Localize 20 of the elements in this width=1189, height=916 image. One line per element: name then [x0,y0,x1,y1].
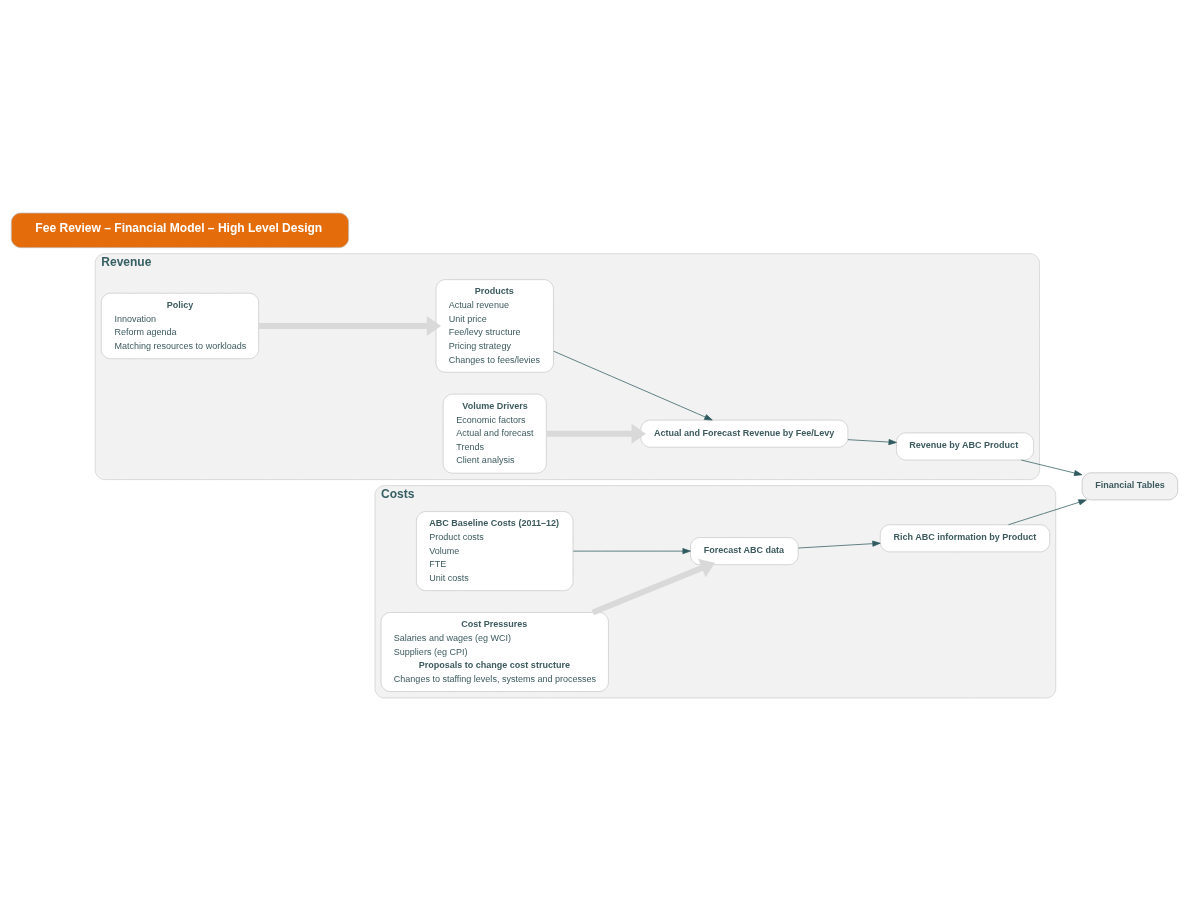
node-box: Financial Tables [1081,471,1179,500]
node-box: ABC Baseline Costs (2011–12) Product costs Volume FTE Unit costs [416,510,574,591]
node-box: Fee Review – Financial Model – High Level Design [10,212,349,248]
arrow [591,558,716,615]
arrow [1020,459,1083,476]
node-box: Forecast ABC data [690,536,799,565]
node-box: Volume Drivers Economic factors Actual and forecast Trends Client analysis [442,393,547,474]
arrow [258,315,442,336]
node-box: Actual and Forecast Revenue by Fee/Levy [640,419,849,448]
node-box: Policy Innovation Reform agenda Matching resources to workloads [100,292,260,359]
node-box: Rich ABC information by Product [879,523,1051,552]
arrow [847,438,897,445]
arrow [572,547,691,554]
node-box: Cost Pressures Salaries and wages (eg WCI) Suppliers (eg CPI) Proposals to change cost structure Changes to staffing levels, systems and processes [380,611,609,692]
arrow [546,423,646,444]
arrow [798,540,881,548]
arrow [1008,498,1087,525]
arrow [553,350,713,420]
node-box: Revenue by ABC Product [896,432,1034,460]
node-box: Products Actual revenue Unit price Fee/levy structure Pricing strategy Changes to fees/levies [435,278,554,373]
